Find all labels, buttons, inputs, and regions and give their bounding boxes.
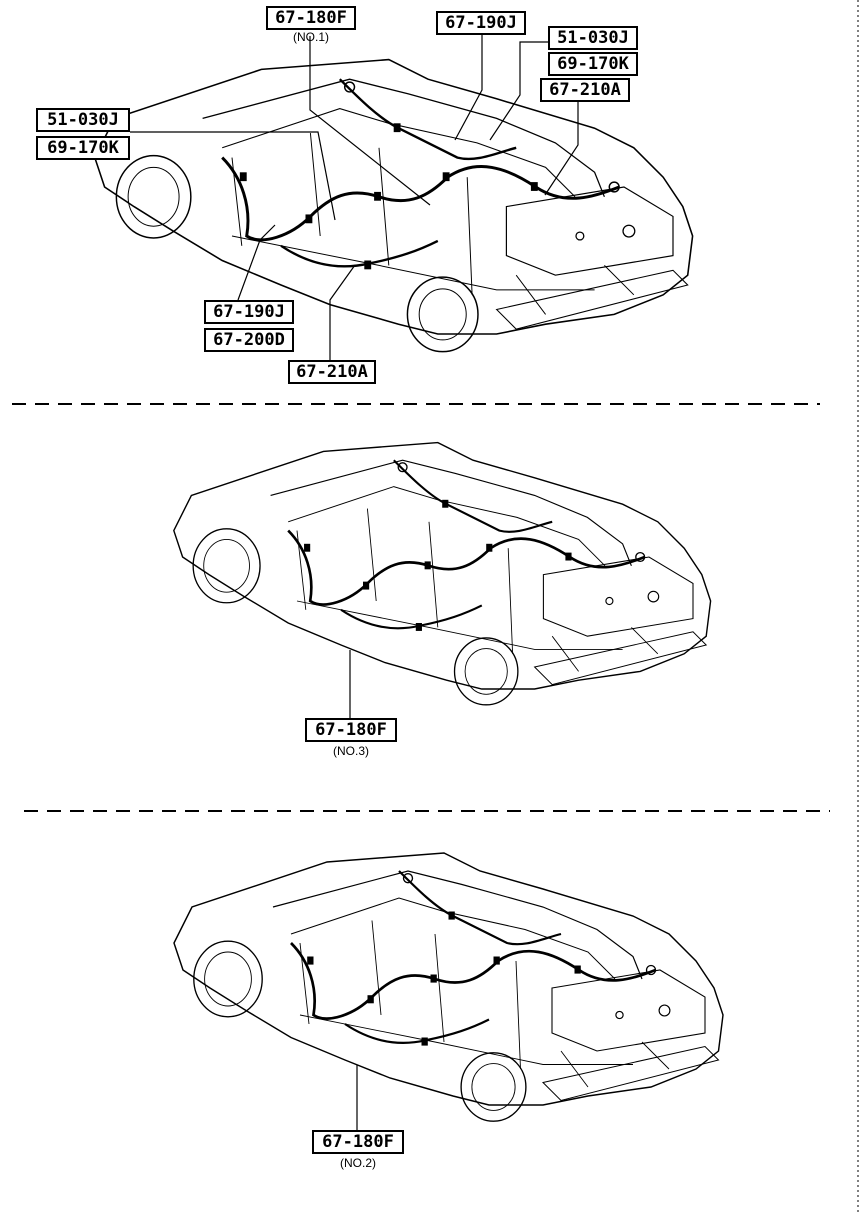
part-label-69-170k-left: 69-170K (36, 136, 130, 160)
car-illustration-2 (172, 441, 712, 707)
part-sublabel-no1: (NO.1) (293, 30, 329, 44)
car-illustration-1 (93, 58, 695, 354)
part-sublabel-no3: (NO.3) (333, 744, 369, 758)
part-label-67-210a-bottom: 67-210A (288, 360, 376, 384)
part-label-51-030j-right: 51-030J (548, 26, 638, 50)
part-label-67-200d: 67-200D (204, 328, 294, 352)
part-label-67-180f-no1: 67-180F (266, 6, 356, 30)
part-label-67-180f-no2: 67-180F (312, 1130, 404, 1154)
part-label-67-190j-top: 67-190J (436, 11, 526, 35)
part-label-51-030j-left: 51-030J (36, 108, 130, 132)
part-label-67-180f-no3: 67-180F (305, 718, 397, 742)
part-label-67-190j-bottom: 67-190J (204, 300, 294, 324)
leader-lines-1 (130, 34, 579, 360)
part-sublabel-no2: (NO.2) (340, 1156, 376, 1170)
part-label-67-210a-right: 67-210A (540, 78, 630, 102)
car-illustration-3 (172, 851, 725, 1123)
part-label-69-170k-right: 69-170K (548, 52, 638, 76)
